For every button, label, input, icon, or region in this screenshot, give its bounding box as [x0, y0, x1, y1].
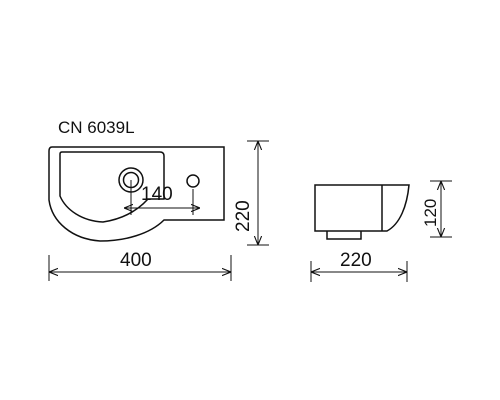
dimension-label-220-side: 220 — [340, 250, 372, 271]
basin-outline — [48, 146, 225, 242]
dimension-tap-offset — [124, 180, 200, 215]
dimension-label-220-vertical: 220 — [233, 200, 254, 232]
side-view — [314, 184, 410, 240]
dimension-width — [48, 255, 232, 281]
basin-bowl — [59, 151, 165, 223]
model-label: CN 6039L — [58, 118, 135, 137]
tap-hole — [186, 174, 200, 188]
side-outline — [314, 184, 410, 232]
dimension-depth — [247, 140, 269, 246]
side-drain — [326, 231, 362, 240]
dimension-label-120: 120 — [421, 199, 440, 227]
dimension-side-depth — [310, 261, 408, 282]
dimension-label-400: 400 — [120, 250, 152, 271]
dimension-side-height — [430, 180, 452, 238]
dimension-label-140: 140 — [141, 184, 173, 205]
top-view — [48, 146, 225, 242]
